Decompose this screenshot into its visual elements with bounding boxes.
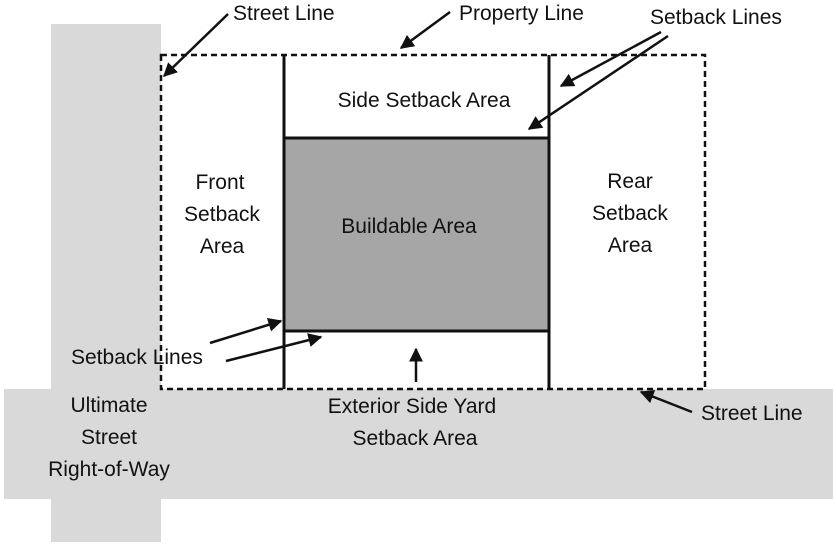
property-line-dashed	[159, 53, 707, 391]
arrow-setback-bottom-a	[209, 318, 283, 345]
label-rear-setback-2: Setback	[592, 202, 668, 225]
label-property-line: Property Line	[459, 2, 584, 25]
label-exterior-side-1: Exterior Side Yard	[328, 395, 496, 418]
label-right-of-way-1: Ultimate	[70, 394, 147, 417]
label-front-setback-2: Setback	[184, 203, 260, 226]
arrow-setback-top-a	[559, 30, 662, 88]
arrow-setback-bottom-b	[225, 333, 323, 363]
label-front-setback-3: Area	[200, 235, 245, 258]
label-buildable-area: Buildable Area	[341, 215, 477, 238]
arrow-street-line-top	[162, 13, 229, 77]
label-setback-lines-bottom: Setback Lines	[71, 346, 203, 369]
label-exterior-side-2: Setback Area	[353, 427, 478, 450]
arrow-property-line	[399, 10, 451, 50]
buildable-area-rect	[284, 138, 549, 331]
label-right-of-way-3: Right-of-Way	[48, 458, 170, 481]
label-rear-setback-3: Area	[608, 234, 653, 257]
label-front-setback-1: Front	[195, 171, 244, 194]
arrow-street-line-right	[639, 390, 693, 414]
label-street-line-top: Street Line	[233, 2, 335, 25]
label-street-line-right: Street Line	[701, 402, 803, 425]
label-setback-lines-top: Setback Lines	[650, 6, 782, 29]
arrow-setback-top-b	[527, 34, 669, 131]
label-side-setback-area: Side Setback Area	[338, 89, 511, 112]
horizontal-street	[4, 389, 833, 499]
label-rear-setback-1: Rear	[607, 170, 653, 193]
label-right-of-way-2: Street	[81, 426, 137, 449]
